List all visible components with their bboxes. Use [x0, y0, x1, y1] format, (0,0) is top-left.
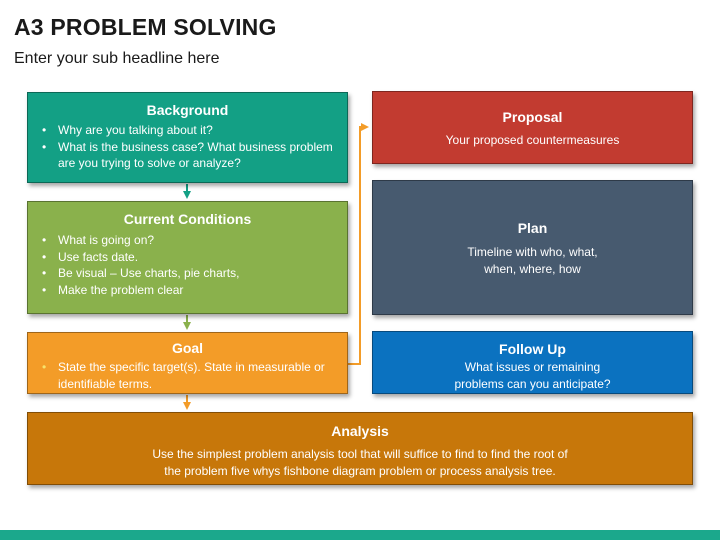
- background-box: Background Why are you talking about it?…: [27, 92, 348, 183]
- list-item: Make the problem clear: [32, 282, 347, 299]
- list-item: What is going on?: [32, 232, 347, 249]
- list-item: Be visual – Use charts, pie charts,: [32, 265, 347, 282]
- analysis-text: Use the simplest problem analysis tool t…: [28, 446, 692, 480]
- goal-box: Goal State the specific target(s). State…: [27, 332, 348, 394]
- slide-title: A3 PROBLEM SOLVING: [14, 14, 277, 40]
- current-conditions-heading: Current Conditions: [123, 211, 252, 227]
- current-conditions-box: Current Conditions What is going on? Use…: [27, 201, 348, 314]
- goal-list: State the specific target(s). State in m…: [28, 359, 347, 392]
- plan-text-line-1: Timeline with who, what,: [467, 245, 598, 259]
- background-heading: Background: [146, 102, 229, 118]
- follow-up-text-line-2: problems can you anticipate?: [454, 377, 611, 391]
- follow-up-text-line-1: What issues or remaining: [464, 360, 601, 374]
- arrow-goal-to-proposal: [348, 123, 369, 365]
- current-conditions-list: What is going on? Use facts date. Be vis…: [28, 232, 347, 298]
- list-item: Use facts date.: [32, 249, 347, 266]
- list-item: Why are you talking about it?: [32, 122, 347, 139]
- background-list: Why are you talking about it? What is th…: [28, 122, 347, 172]
- plan-box: Plan Timeline with who, what, when, wher…: [372, 180, 693, 315]
- analysis-text-line-1: Use the simplest problem analysis tool t…: [152, 447, 568, 461]
- follow-up-text: What issues or remaining problems can yo…: [373, 359, 692, 393]
- plan-text: Timeline with who, what, when, where, ho…: [373, 244, 692, 278]
- proposal-text: Your proposed countermeasures: [445, 133, 620, 147]
- list-item: State the specific target(s). State in m…: [32, 359, 347, 392]
- plan-heading: Plan: [517, 220, 548, 236]
- list-item: What is the business case? What business…: [32, 139, 347, 172]
- slide-subtitle: Enter your sub headline here: [14, 50, 220, 67]
- analysis-heading: Analysis: [331, 423, 389, 439]
- analysis-text-line-2: the problem five whys fishbone diagram p…: [164, 464, 556, 478]
- proposal-box: Proposal Your proposed countermeasures: [372, 91, 693, 164]
- bottom-accent-bar: [0, 530, 720, 540]
- follow-up-box: Follow Up What issues or remaining probl…: [372, 331, 693, 394]
- follow-up-heading: Follow Up: [499, 341, 566, 357]
- analysis-box: Analysis Use the simplest problem analys…: [27, 412, 693, 485]
- proposal-heading: Proposal: [502, 109, 563, 125]
- plan-text-line-2: when, where, how: [484, 262, 581, 276]
- goal-heading: Goal: [171, 340, 204, 356]
